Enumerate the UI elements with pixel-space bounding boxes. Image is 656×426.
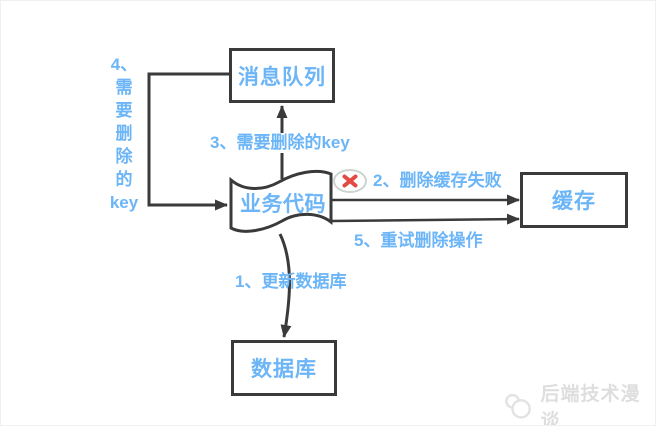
- node-message-queue: 消息队列: [229, 48, 335, 103]
- node-database: 数据库: [231, 340, 337, 396]
- watermark: 后端技术漫谈: [503, 379, 655, 426]
- edge-label-delete-cache-failed: 2、删除缓存失败: [373, 171, 502, 190]
- edge-label-retry-delete: 5、重试删除操作: [354, 231, 483, 250]
- edge-update-database-line: [278, 233, 292, 338]
- node-cache: 缓存: [520, 172, 628, 228]
- edge-consume-key-line: [147, 72, 229, 211]
- edge-retry-delete-line: [331, 213, 520, 225]
- business-code-shape: [229, 169, 333, 233]
- edge-label-update-database: 1、更新数据库: [235, 272, 347, 291]
- node-database-label: 数据库: [251, 358, 317, 381]
- node-business-code-label: 业务代码: [240, 193, 326, 216]
- chat-bubble-logo-icon: [505, 393, 531, 419]
- node-cache-label: 缓存: [552, 190, 596, 213]
- error-x-icon: [333, 169, 367, 193]
- watermark-text: 后端技术漫谈: [540, 384, 641, 426]
- edge-label-send-key: 3、需要删除的key: [207, 133, 353, 153]
- edge-label-consume-key: 4、 需 要 删 除 的 key: [109, 55, 139, 212]
- node-message-queue-label: 消息队列: [238, 65, 326, 89]
